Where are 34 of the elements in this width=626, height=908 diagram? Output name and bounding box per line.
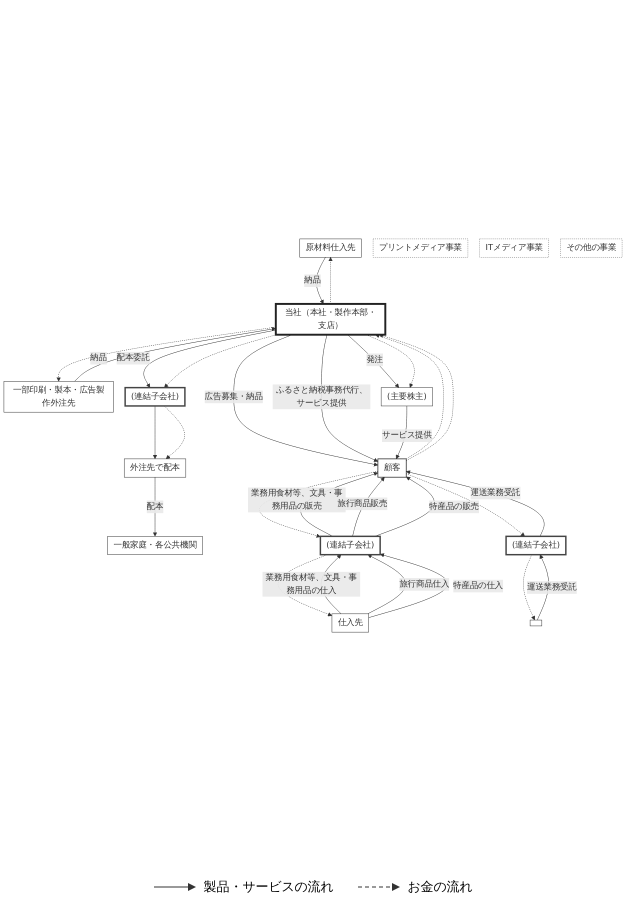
edge-label: 特産品の仕入 — [453, 581, 504, 591]
node-box: (連結子会社) — [320, 536, 381, 556]
node-box: ITメディア事業 — [479, 239, 549, 258]
node-box: 一般家庭・各公共機関 — [107, 536, 203, 556]
legend-label: お金の流れ — [408, 879, 472, 896]
node-box: 当社（本社・製作本部・支店） — [274, 303, 386, 336]
node-box: (主要株主) — [380, 388, 433, 407]
edge-label: 納品 — [304, 276, 321, 286]
edge-label: 務用品の販売 — [272, 501, 322, 512]
node-box: 顧客 — [378, 458, 407, 478]
edge-label: ふるさと納税事務代行、サービス提供 — [276, 386, 368, 408]
legend-label: 製品・サービスの流れ — [204, 879, 334, 896]
edge-label: 発注 — [366, 354, 384, 365]
node-box: (連結子会社) — [124, 387, 186, 408]
node-box: 原材料仕入先 — [300, 239, 362, 258]
edge-label: サービス提供 — [382, 430, 432, 441]
edge-label: 運送業務受託 — [526, 582, 577, 592]
node-box — [530, 620, 542, 627]
edge-label: 広告募集・納品 — [204, 392, 263, 402]
edge-label: 業務用食材等、文具・事務用品の仕入 — [266, 573, 358, 596]
node-box: 仕入先 — [332, 614, 369, 633]
edge-label: 旅行商品販売 — [337, 498, 388, 509]
edge-label: 配本委託 — [116, 353, 150, 364]
edge-label: 運送業務受託 — [470, 488, 520, 498]
edge-label: 業務用食材等、文具・事 — [251, 488, 343, 499]
node-box: 外注先で配本 — [124, 459, 186, 478]
node-box: 一部印刷・製本・広告製作外注先 — [4, 382, 114, 413]
node-box: プリントメディア事業 — [372, 239, 468, 258]
node-box: その他の事業 — [560, 239, 622, 258]
node-box: (連結子会社) — [505, 536, 567, 556]
edge-label: 納品 — [90, 353, 107, 364]
edge-label: 特産品の販売 — [429, 502, 480, 512]
edge-label: 旅行商品仕入 — [399, 579, 450, 590]
edge-label: 配本 — [146, 502, 164, 512]
